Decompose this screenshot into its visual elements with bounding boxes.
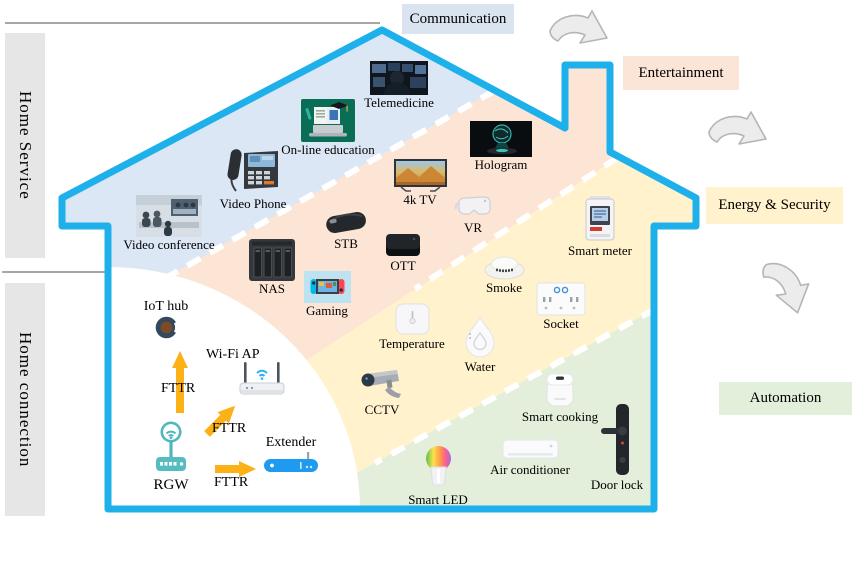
stb-icon — [326, 211, 366, 233]
air-conditioner-icon — [502, 439, 558, 459]
vr-label: VR — [463, 220, 483, 235]
online-education-label: On-line education — [281, 142, 375, 157]
flow-arrow-1 — [549, 10, 608, 44]
device-socket: Socket — [531, 282, 591, 331]
device-nas: NAS — [242, 239, 302, 296]
automation-label: Automation — [749, 390, 822, 406]
smart-meter-label: Smart meter — [568, 243, 632, 258]
device-vr: VR — [443, 194, 503, 235]
device-wifi-ap — [238, 360, 286, 401]
door-lock-label: Door lock — [590, 477, 644, 492]
device-rgw: RGW — [141, 421, 201, 494]
air-conditioner-label: Air conditioner — [490, 462, 570, 477]
iot-hub-label: IoT hub — [143, 299, 189, 314]
smart-meter-icon — [585, 196, 615, 241]
section-divider-lines — [2, 22, 380, 273]
category-energy-security: Energy & Security — [706, 187, 843, 224]
device-smart-meter: Smart meter — [568, 196, 632, 258]
device-air-conditioner: Air conditioner — [490, 438, 570, 477]
extender-label: Extender — [265, 435, 317, 450]
rgw-label: RGW — [153, 477, 189, 493]
gaming-icon — [303, 271, 351, 303]
cctv-label: CCTV — [364, 402, 400, 417]
home-service-label: Home Service — [16, 91, 35, 200]
temperature-icon — [395, 303, 429, 335]
extender-icon — [264, 451, 318, 472]
device-telemedicine: Telemedicine — [364, 61, 434, 110]
cctv-icon — [361, 370, 401, 398]
ott-icon — [386, 234, 420, 256]
telemedicine-label: Telemedicine — [364, 95, 434, 110]
vr-icon — [454, 196, 491, 215]
device-gaming: Gaming — [297, 271, 357, 318]
home-connection-zone — [62, 267, 360, 509]
rgw-icon — [156, 421, 186, 471]
smart-cooking-icon — [546, 373, 574, 407]
water-icon — [465, 316, 495, 358]
smart-led-icon — [425, 446, 451, 487]
video-conference-icon — [136, 195, 202, 237]
device-video-phone: Video Phone — [213, 145, 293, 211]
device-4k-tv: 4k TV — [390, 158, 450, 207]
entertainment-label: Entertainment — [638, 64, 724, 81]
communication-label: Communication — [409, 10, 507, 27]
smoke-icon — [484, 256, 524, 280]
nas-label: NAS — [258, 281, 285, 296]
device-smoke: Smoke — [474, 253, 534, 295]
device-ott: OTT — [373, 231, 433, 273]
tv-4k-label: 4k TV — [403, 192, 437, 207]
video-conference-label: Video conference — [123, 237, 215, 252]
wifi-ap-icon — [239, 362, 285, 395]
socket-icon — [536, 282, 586, 316]
device-stb: STB — [316, 207, 376, 251]
device-online-education: On-line education — [280, 99, 376, 157]
hologram-icon — [470, 121, 532, 157]
sidebar-home-service: Home Service — [5, 33, 45, 258]
fttr-arrows — [172, 351, 256, 477]
device-video-conference: Video conference — [123, 195, 215, 252]
device-hologram: Hologram — [470, 121, 532, 172]
smoke-label: Smoke — [485, 280, 523, 295]
ott-label: OTT — [390, 258, 416, 273]
house-outline — [58, 26, 700, 513]
device-smart-led: Smart LED — [408, 445, 468, 507]
door-lock-icon — [601, 404, 629, 475]
fttr-label-3: FTTR — [214, 475, 249, 490]
tv-4k-icon — [393, 159, 447, 192]
device-smart-cooking: Smart cooking — [522, 371, 598, 424]
iot-hub-icon — [155, 316, 178, 338]
device-temperature: Temperature — [379, 302, 445, 351]
stb-label: STB — [334, 236, 358, 251]
home-connection-label: Home connection — [16, 331, 35, 468]
fttr-label-2: FTTR — [212, 421, 247, 436]
gaming-label: Gaming — [306, 303, 348, 318]
band-separators — [148, 88, 657, 466]
socket-label: Socket — [543, 316, 579, 331]
temperature-label: Temperature — [379, 336, 445, 351]
video-phone-label: Video Phone — [219, 196, 287, 211]
energy-security-label: Energy & Security — [718, 197, 831, 213]
category-communication: Communication — [402, 4, 514, 34]
video-phone-icon — [227, 149, 278, 192]
smart-cooking-label: Smart cooking — [521, 409, 599, 424]
device-cctv: CCTV — [352, 368, 412, 417]
smart-led-label: Smart LED — [408, 492, 468, 507]
water-label: Water — [464, 359, 496, 374]
category-automation: Automation — [719, 382, 852, 415]
fttr-label-1: FTTR — [161, 381, 196, 396]
device-water: Water — [450, 316, 510, 374]
device-iot-hub: IoT hub — [136, 299, 196, 339]
category-entertainment: Entertainment — [623, 56, 739, 90]
flow-arrow-3 — [762, 262, 810, 314]
online-education-icon — [301, 99, 355, 142]
flow-arrow-2 — [708, 111, 767, 145]
wifi-ap-label: Wi-Fi AP — [206, 347, 260, 362]
hologram-label: Hologram — [474, 157, 528, 172]
flow-arrows — [549, 10, 810, 314]
nas-icon — [249, 239, 295, 281]
telemedicine-icon — [370, 61, 428, 95]
device-door-lock: Door lock — [587, 402, 647, 492]
device-extender: Extender — [261, 435, 321, 475]
sidebar-home-connection: Home connection — [5, 283, 45, 516]
